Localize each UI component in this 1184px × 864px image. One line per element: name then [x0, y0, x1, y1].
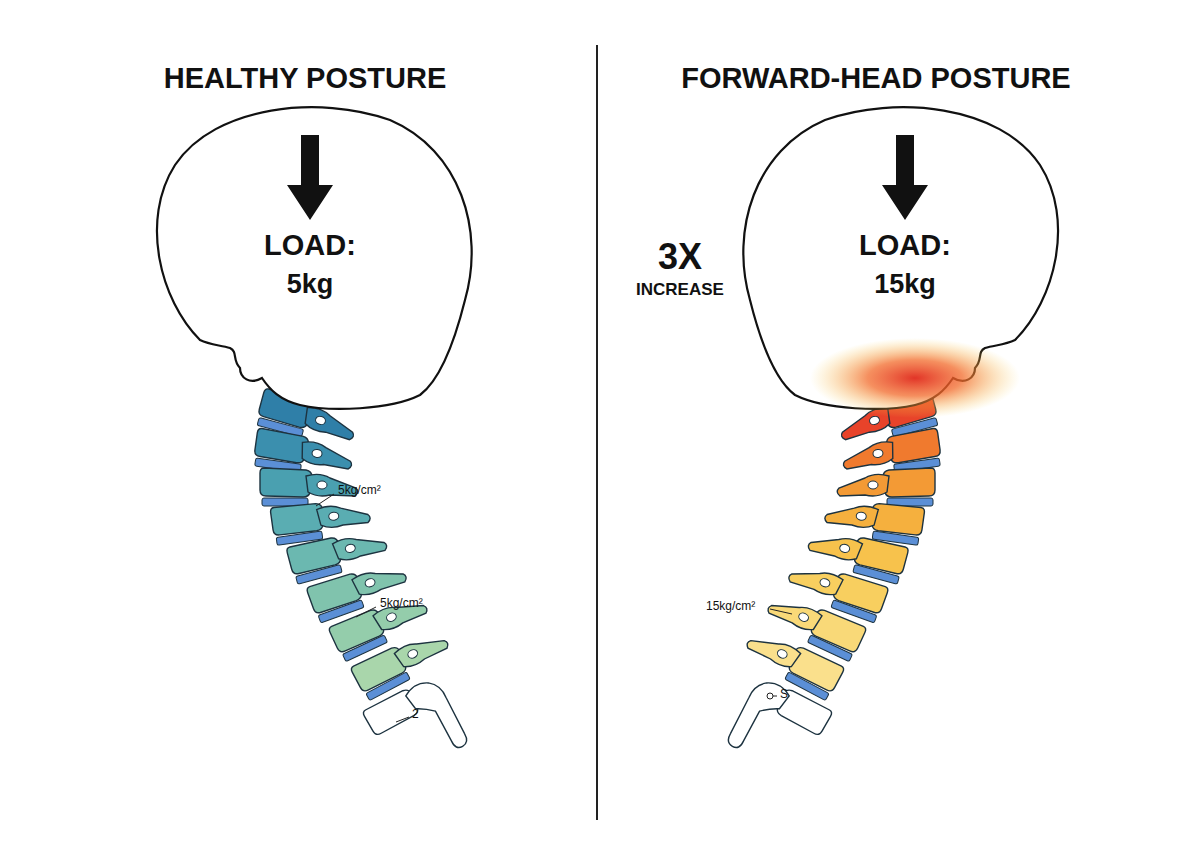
increase-note: INCREASE: [636, 280, 724, 300]
pressure-label: 5kg/cm²: [380, 597, 423, 611]
load-value: 5kg: [150, 270, 470, 300]
skull-outline: LOAD: 15kg: [745, 110, 1065, 410]
pressure-label: 15kg/cm²: [706, 600, 755, 614]
panel-heading: HEALTHY POSTURE: [164, 62, 447, 95]
load-heading: LOAD:: [150, 230, 470, 262]
skull-outline: LOAD: 5kg: [150, 110, 470, 410]
load-value: 15kg: [745, 270, 1065, 300]
callout-number: 2: [412, 708, 419, 722]
callout-number: S: [780, 688, 788, 702]
panel-heading: FORWARD-HEAD POSTURE: [681, 62, 1070, 95]
pressure-label: 5kg/cm²: [338, 484, 381, 498]
increase-factor: 3X: [658, 236, 702, 277]
load-heading: LOAD:: [745, 230, 1065, 262]
